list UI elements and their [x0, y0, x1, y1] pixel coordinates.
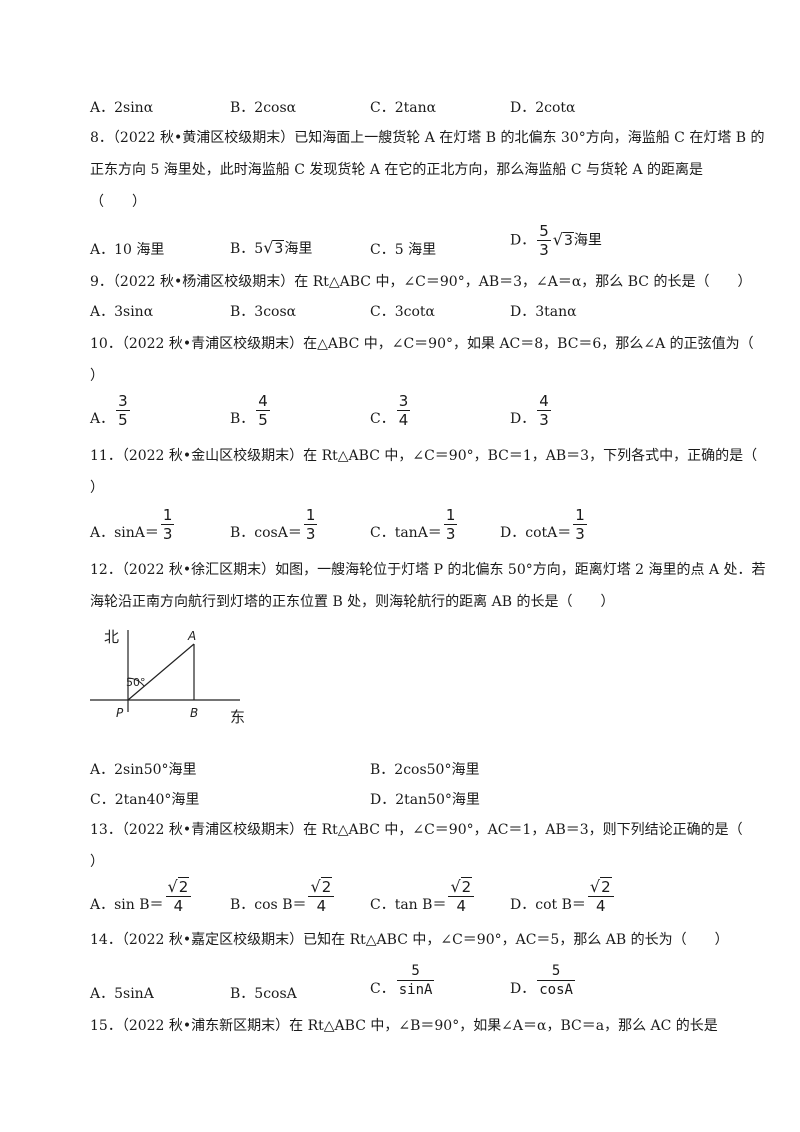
q12-option-c[interactable]: C．2tan40°海里: [90, 792, 200, 808]
q12-stem-line2: 海轮沿正南方向航行到灯塔的正东位置 B 处，则海轮航行的距离 AB 的长是（ ）: [90, 594, 615, 610]
q8-option-c[interactable]: C．5 海里: [370, 242, 437, 258]
north-label: 北: [104, 628, 119, 646]
q7-option-a[interactable]: A．2sinα: [90, 100, 154, 116]
q14-stem: 14．（2022 秋•嘉定区校级期末）已知在 Rt△ABC 中，∠C＝90°，A…: [90, 932, 729, 948]
q7-option-c[interactable]: C．2tanα: [370, 100, 437, 116]
q14-option-a[interactable]: A．5sinA: [90, 986, 154, 1002]
q8-stem-line2: 正东方向 5 海里处，此时海监船 C 发现货轮 A 在它的正北方向，那么海监船 …: [90, 162, 704, 178]
q9-option-c[interactable]: C．3cotα: [370, 304, 435, 320]
point-b-label: B: [190, 706, 198, 720]
q15-stem: 15．（2022 秋•浦东新区期末）在 Rt△ABC 中，∠B＝90°，如果∠A…: [90, 1018, 718, 1034]
q12-option-a[interactable]: A．2sin50°海里: [90, 762, 197, 778]
q14-option-b[interactable]: B．5cosA: [230, 986, 297, 1002]
q8-option-a[interactable]: A．10 海里: [90, 242, 165, 258]
q9-stem: 9．（2022 秋•杨浦区校级期末）在 Rt△ABC 中，∠C＝90°，AB＝3…: [90, 274, 752, 290]
angle-label: 50°: [126, 676, 146, 689]
q8-option-b[interactable]: B．5√3海里: [230, 238, 313, 257]
q9-option-a[interactable]: A．3sinα: [90, 304, 154, 320]
segment-pa: [127, 643, 195, 701]
lighthouse-figure: 北 A 50° P B 东: [90, 628, 245, 726]
q7-option-d[interactable]: D．2cotα: [510, 100, 576, 116]
q13-stem-line1: 13．（2022 秋•青浦区校级期末）在 Rt△ABC 中，∠C＝90°，AC＝…: [90, 822, 743, 838]
q12-option-d[interactable]: D．2tan50°海里: [370, 792, 480, 808]
sqrt-symbol: √3: [263, 238, 285, 257]
q9-option-b[interactable]: B．3cosα: [230, 304, 297, 320]
q11-stem-line2: ）: [90, 480, 104, 496]
q11-stem-line1: 11．（2022 秋•金山区校级期末）在 Rt△ABC 中，∠C＝90°，BC＝…: [90, 448, 758, 464]
sqrt-symbol: √3: [552, 230, 574, 249]
east-label: 东: [230, 708, 245, 726]
q8-stem-line3: （ ）: [90, 194, 146, 210]
point-a-label: A: [187, 629, 196, 643]
point-p-label: P: [116, 706, 124, 720]
angle-arc: [127, 677, 145, 687]
q9-option-d[interactable]: D．3tanα: [510, 304, 577, 320]
q12-stem-line1: 12．（2022 秋•徐汇区期末）如图，一艘海轮位于灯塔 P 的北偏东 50°方…: [90, 562, 766, 578]
q12-option-b[interactable]: B．2cos50°海里: [370, 762, 480, 778]
q13-stem-line2: ）: [90, 854, 104, 870]
q10-stem-line1: 10．（2022 秋•青浦区校级期末）在△ABC 中，∠C＝90°，如果 AC＝…: [90, 336, 754, 352]
q7-option-b[interactable]: B．2cosα: [230, 100, 297, 116]
q10-stem-line2: ）: [90, 368, 104, 384]
q8-stem-line1: 8．（2022 秋•黄浦区校级期末）已知海面上一艘货轮 A 在灯塔 B 的北偏东…: [90, 130, 765, 146]
